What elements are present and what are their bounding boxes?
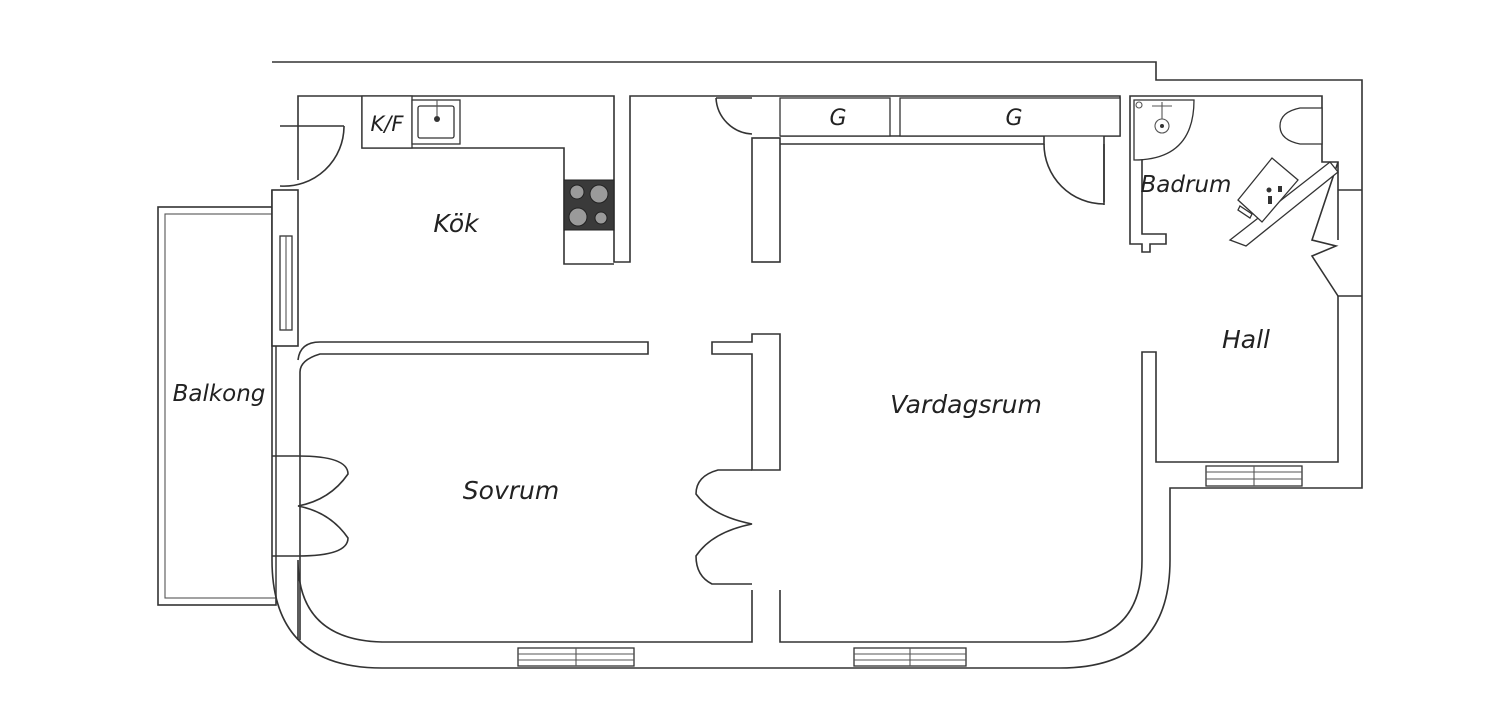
label-wardrobe-2: G <box>1005 106 1022 131</box>
door-wardrobe-1 <box>715 97 753 135</box>
sink-icon <box>411 99 461 145</box>
door-wardrobe-2 <box>1043 143 1105 205</box>
label-living-room: Vardagsrum <box>890 390 1042 419</box>
label-wardrobe-1: G <box>829 106 846 131</box>
window-bedroom <box>517 647 635 667</box>
window-living-room <box>853 647 967 667</box>
wardrobe-1 <box>779 97 891 137</box>
label-balcony: Balkong <box>173 381 266 407</box>
balcony <box>157 206 277 606</box>
outer-wall-outline <box>271 61 1363 669</box>
wardrobe-2 <box>899 97 1121 137</box>
door-balcony <box>297 455 349 557</box>
label-bedroom: Sovrum <box>463 476 559 505</box>
door-kitchen-entry <box>279 125 345 187</box>
washbasin-icon <box>1228 157 1339 247</box>
label-fridge-freezer: K/F <box>371 112 405 136</box>
label-bathroom: Badrum <box>1141 172 1232 198</box>
window-hall <box>1205 465 1303 487</box>
toilet-icon <box>1279 107 1323 145</box>
inner-wall-outline <box>297 95 752 263</box>
label-kitchen: Kök <box>433 209 480 238</box>
label-hall: Hall <box>1222 325 1270 354</box>
stove-icon <box>563 179 615 231</box>
door-entrance <box>1310 161 1362 297</box>
wall-kitchen-column <box>751 137 781 263</box>
door-bedroom-living <box>695 469 753 585</box>
window-kitchen-balcony <box>279 235 293 331</box>
shower-icon <box>1133 99 1195 161</box>
